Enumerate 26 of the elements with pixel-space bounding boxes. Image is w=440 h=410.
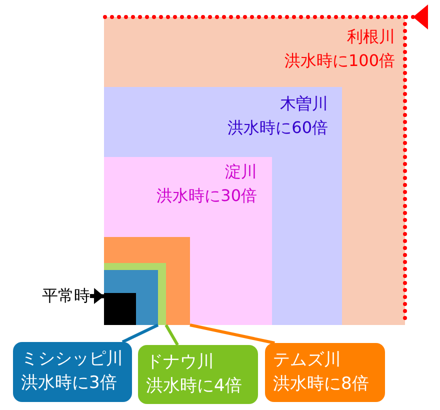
flood-ratio: 洪水時に100倍: [284, 50, 395, 72]
leader-line: [122, 324, 159, 344]
area-square: [104, 263, 166, 325]
area-square: [104, 237, 190, 325]
area-square: [104, 270, 158, 325]
area-square: [104, 293, 136, 325]
flood-ratio: 洪水時に30倍: [156, 185, 257, 207]
river-name: 木曽川: [280, 93, 328, 115]
normal-label: 平常時: [20, 283, 90, 309]
flood-ratio: 洪水時に60倍: [228, 117, 328, 139]
river-name: 淀川: [225, 161, 257, 183]
area-square: [104, 157, 272, 325]
river-name: ミシシッピ川: [21, 348, 123, 371]
flood-ratio: 洪水時に3倍: [21, 372, 117, 395]
callout-box: [13, 342, 132, 402]
callout-box: [138, 345, 258, 404]
flood-ratio: 洪水時に8倍: [273, 373, 369, 396]
leader-line: [190, 324, 275, 344]
river-name: 利根川: [347, 26, 395, 48]
callout-box: [265, 343, 385, 402]
river-name: テムズ川: [273, 349, 341, 372]
arrow: [90, 291, 104, 302]
flood-ratio: 洪水時に4倍: [146, 375, 242, 398]
leader-line: [164, 324, 179, 346]
area-square: [104, 87, 342, 325]
river-name: ドナウ川: [146, 351, 214, 374]
